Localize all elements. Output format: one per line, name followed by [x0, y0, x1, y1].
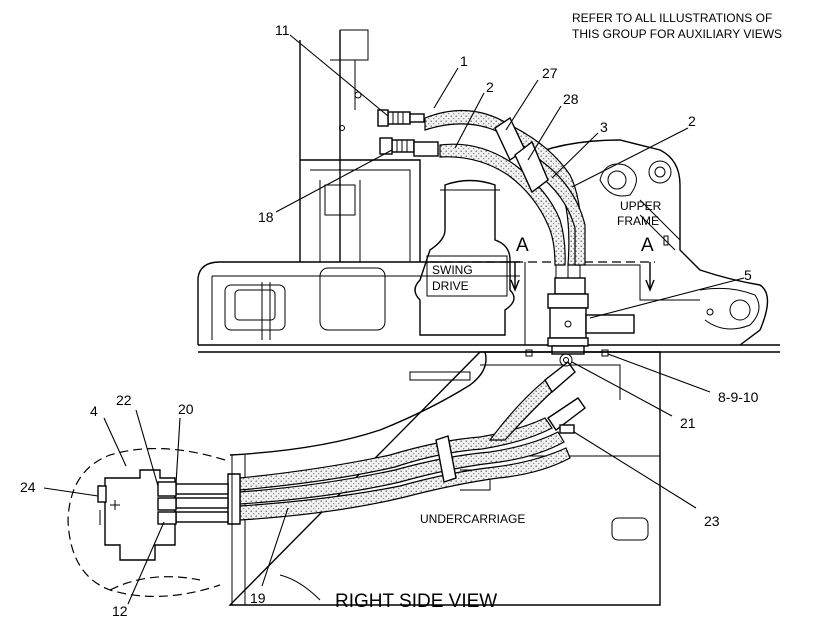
swivel-joint	[547, 293, 635, 355]
callout-27: 27	[542, 65, 558, 81]
callout-4: 4	[90, 403, 98, 419]
callout-23: 23	[704, 513, 720, 529]
callout-19: 19	[250, 590, 266, 606]
callout-2-upper: 2	[486, 79, 494, 95]
callout-28: 28	[563, 91, 579, 107]
callout-22: 22	[116, 392, 132, 408]
section-line-a-a: A A	[430, 235, 655, 292]
reference-note-line2: THIS GROUP FOR AUXILIARY VIEWS	[572, 27, 782, 41]
reference-note-line1: REFER TO ALL ILLUSTRATIONS OF	[572, 11, 772, 25]
callout-11: 11	[275, 22, 290, 38]
view-title: RIGHT SIDE VIEW	[335, 591, 497, 612]
callout-18: 18	[258, 209, 274, 225]
swing-drive-label-line2: DRIVE	[432, 279, 469, 293]
section-mark-right: A	[641, 235, 654, 256]
upper-frame-label-line1: UPPER	[620, 199, 662, 213]
callout-12: 12	[112, 603, 128, 619]
undercarriage-label: UNDERCARRIAGE	[420, 512, 525, 526]
callout-1: 1	[460, 53, 468, 69]
upper-frame-label-line2: FRAME	[617, 214, 659, 228]
region-labels: UPPER FRAME SWING DRIVE	[432, 199, 662, 293]
callout-20: 20	[178, 401, 194, 417]
callouts: 11 1 27 2 28 3 2 18 5 8-9-10 21 23 4 22 …	[20, 22, 759, 619]
callout-24: 24	[20, 479, 36, 495]
upper-hose-bundle	[377, 109, 586, 295]
callout-2-right: 2	[688, 113, 696, 129]
callout-21: 21	[680, 415, 696, 431]
callout-3: 3	[600, 119, 608, 135]
swing-drive-label-line1: SWING	[432, 263, 473, 277]
lower-hose-bundle	[157, 349, 609, 525]
callout-8-9-10: 8-9-10	[718, 389, 759, 405]
undercarriage-outline: UNDERCARRIAGE	[228, 351, 661, 606]
upper-structure-outline	[197, 29, 780, 353]
section-mark-left: A	[516, 235, 529, 256]
callout-5: 5	[744, 267, 752, 283]
